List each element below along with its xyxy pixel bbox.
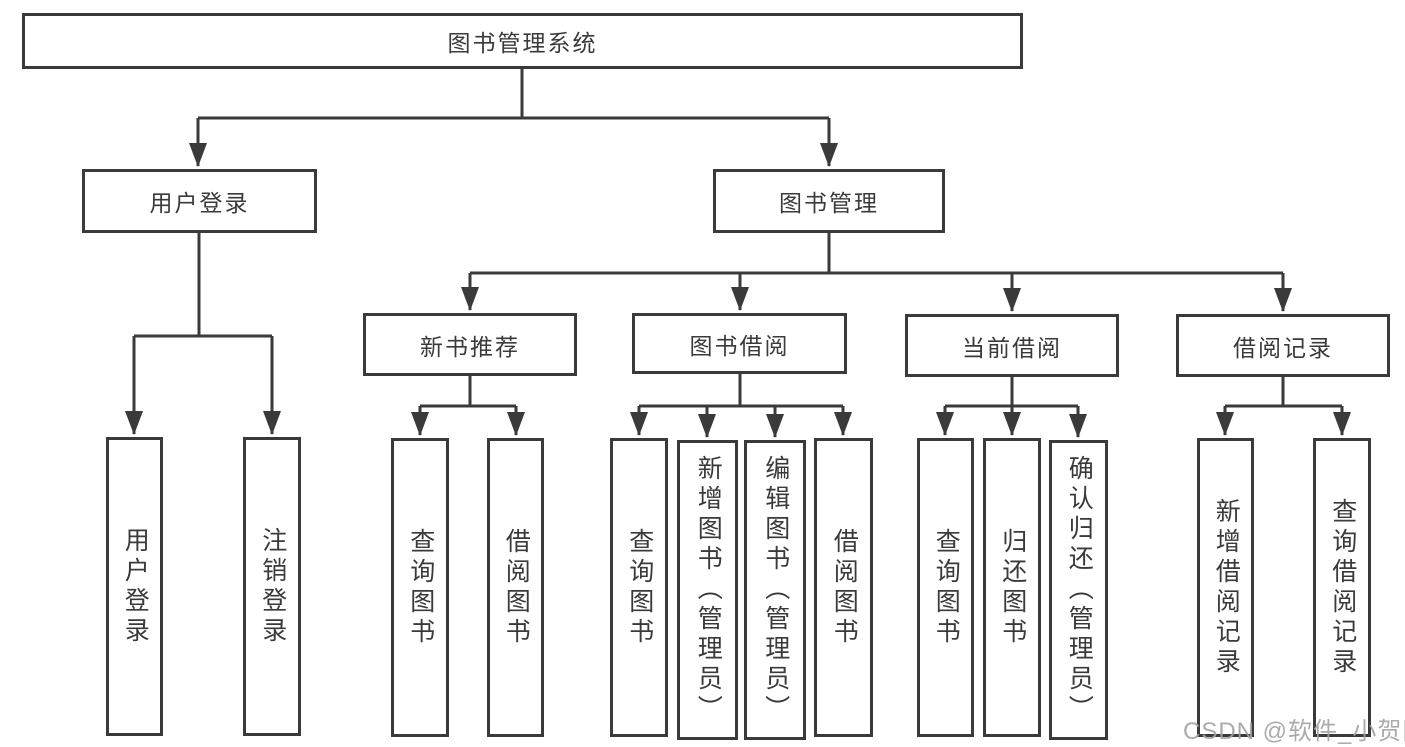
leaf-edit-book-admin: 编辑图书（管理员）: [744, 440, 806, 740]
node-label: 图书借阅: [689, 332, 790, 359]
node-label: 借阅记录: [1233, 334, 1333, 361]
node-root-system: 图书管理系统: [22, 13, 1023, 69]
connector-trunks: [134, 69, 1342, 408]
leaf-label: 新增借阅记录: [1212, 497, 1241, 678]
node-label: 图书管理: [779, 190, 879, 216]
node-label: 新书推荐: [420, 333, 520, 360]
node-book-borrow: 图书借阅: [632, 313, 847, 374]
leaf-add-book-admin: 新增图书（管理员）: [677, 440, 738, 740]
leaf-query-books-borrow: 查询图书: [610, 438, 668, 737]
node-borrow-record: 借阅记录: [1176, 314, 1390, 377]
leaf-label: 编辑图书（管理员）: [761, 455, 790, 725]
leaf-label: 确认归还（管理员）: [1065, 455, 1094, 725]
node-current-borrow: 当前借阅: [905, 314, 1119, 377]
connector-arrows: [125, 118, 1351, 438]
leaf-label: 查询图书: [932, 527, 961, 648]
leaf-label: 注销登录: [258, 526, 287, 647]
leaf-label: 查询借阅记录: [1328, 497, 1357, 678]
csdn-watermark: CSDN @软件_小贺同学: [1183, 718, 1405, 745]
node-book-management: 图书管理: [713, 169, 945, 233]
leaf-user-login: 用户登录: [106, 437, 163, 736]
node-label: 当前借阅: [962, 334, 1062, 361]
node-user-login: 用户登录: [82, 169, 317, 233]
node-label: 图书管理系统: [447, 30, 598, 56]
leaf-query-books-current: 查询图书: [917, 438, 974, 737]
leaf-label: 归还图书: [998, 527, 1027, 648]
leaf-query-borrow-record: 查询借阅记录: [1313, 438, 1371, 737]
leaf-label: 借阅图书: [502, 527, 531, 648]
leaf-label: 用户登录: [121, 526, 150, 647]
leaf-label: 借阅图书: [830, 527, 859, 648]
node-label: 用户登录: [149, 190, 250, 216]
leaf-label: 新增图书（管理员）: [694, 455, 723, 725]
leaf-logout: 注销登录: [243, 437, 301, 736]
leaf-borrow-books: 借阅图书: [814, 438, 873, 737]
leaf-borrow-books-recommend: 借阅图书: [487, 438, 544, 737]
node-new-book-recommend: 新书推荐: [363, 313, 577, 376]
leaf-label: 查询图书: [406, 527, 435, 648]
leaf-label: 查询图书: [625, 527, 654, 648]
leaf-return-books: 归还图书: [983, 438, 1041, 737]
leaf-query-books-recommend: 查询图书: [391, 438, 449, 737]
leaf-confirm-return-admin: 确认归还（管理员）: [1049, 440, 1108, 740]
leaf-add-borrow-record: 新增借阅记录: [1197, 438, 1254, 737]
